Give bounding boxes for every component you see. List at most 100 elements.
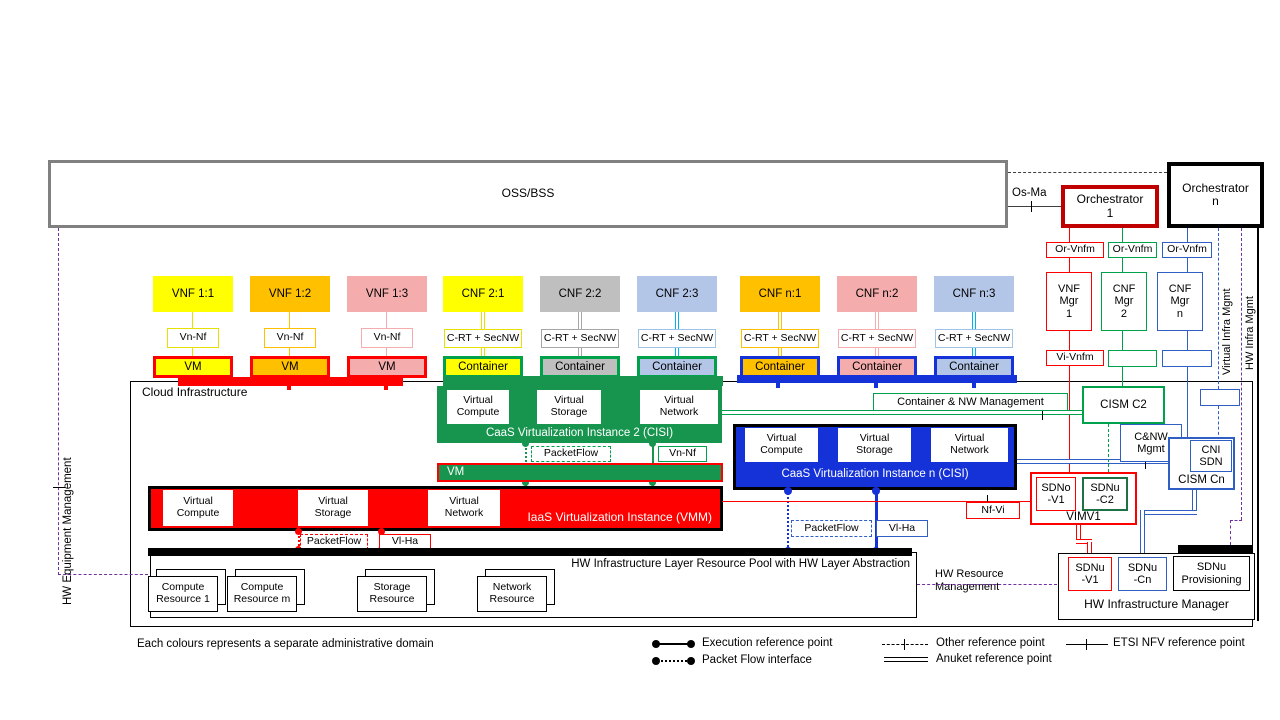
empty-ref-box-blue xyxy=(1162,350,1212,367)
cnf-box-n-3: CNF n:3 xyxy=(934,276,1014,312)
hw-equipment-line-horizontal xyxy=(58,574,148,575)
hw-equipment-tick xyxy=(53,487,65,488)
nf-vi-box: Nf-Vi xyxy=(966,502,1020,519)
anuket-tick-green xyxy=(1042,406,1043,420)
cnf-box-2-3: CNF 2:3 xyxy=(637,276,717,312)
cisi2-packetflow-label: PacketFlow xyxy=(531,446,611,462)
storage-resource: Storage Resource xyxy=(357,576,427,612)
cisin-virtual-network: Virtual Network xyxy=(931,428,1008,462)
cism-cn-label: CISM Cn xyxy=(1178,474,1225,486)
packetflow-legend-label: Packet Flow interface xyxy=(702,654,812,666)
cisin-packetflow-label: PacketFlow xyxy=(791,520,872,537)
etsi-legend-label: ETSI NFV reference point xyxy=(1113,637,1245,649)
cisin-label: CaaS Virtualization Instance n (CISI) xyxy=(781,468,969,480)
vi-vnfm-box: Vi-Vnfm xyxy=(1046,350,1104,366)
anuket-tick-blue xyxy=(1145,455,1146,469)
container-box: Container xyxy=(443,356,523,378)
packetflow-line-red xyxy=(298,531,300,550)
sdnu-provisioning-box: SDNu Provisioning xyxy=(1173,556,1250,591)
cnf-box-n-1: CNF n:1 xyxy=(740,276,820,312)
orchestrator-1-box: Orchestrator 1 xyxy=(1061,185,1159,228)
vim-to-sdnu-v1-line2 xyxy=(1087,542,1092,555)
sdnu-provisioning-bar xyxy=(1178,545,1252,554)
iaas-domain-bar xyxy=(178,377,403,386)
anuket-line-blue xyxy=(1017,459,1168,464)
cisi2-virtual-network: Virtual Network xyxy=(640,390,718,424)
cisi2-vn-nf-label: Vn-Nf xyxy=(658,446,707,462)
virtual-infra-dashed-line xyxy=(1218,228,1219,389)
oss-bss-box: OSS/BSS xyxy=(48,160,1008,228)
hw-resource-dashed-line xyxy=(917,584,1057,585)
cisin-vl-ha-label: Vl-Ha xyxy=(876,520,928,537)
cism-to-sdnu-cn-jog xyxy=(1140,510,1197,515)
orchestrator-n-box: Orchestrator n xyxy=(1167,162,1264,228)
cisin-virtual-compute: Virtual Compute xyxy=(745,428,818,462)
bar-nub xyxy=(874,383,878,388)
nf-vi-tick xyxy=(987,495,988,507)
cnf-box-2-1: CNF 2:1 xyxy=(443,276,523,312)
cnf-box-2-2: CNF 2:2 xyxy=(540,276,620,312)
empty-blue-box-small xyxy=(1200,389,1240,406)
virtual-infra-dashed-line2 xyxy=(1218,406,1219,440)
c-rt-secnw-ref-box: C-RT + SecNW xyxy=(541,329,619,348)
vn-nf-ref-box: Vn-Nf xyxy=(361,328,413,348)
vm-bar-label: VM xyxy=(447,466,465,479)
vm-bar: VM xyxy=(437,463,723,482)
packetflow-legend-symbol xyxy=(657,660,691,662)
etsi-legend-symbol xyxy=(1066,644,1108,645)
vnf-box-1-1: VNF 1:1 xyxy=(153,276,233,312)
or-vnfm-box-red: Or-Vnfm xyxy=(1046,242,1104,258)
other-legend-label: Other reference point xyxy=(936,637,1045,649)
bar-nub xyxy=(972,383,976,388)
os-ma-line xyxy=(1008,206,1061,207)
c-rt-secnw-ref-box: C-RT + SecNW xyxy=(935,329,1013,348)
green-endpoint xyxy=(649,479,656,486)
iaas-label: IaaS Virtualization Instance (VMM) xyxy=(527,510,712,524)
container-nw-management-label: Container & NW Management xyxy=(873,393,1068,411)
cisi2-label: CaaS Virtualization Instance 2 (CISI) xyxy=(485,427,674,439)
blue-endpoint xyxy=(872,487,880,495)
compute-resource-m: Compute Resource m xyxy=(227,576,297,612)
virtual-infra-mgmt-label: Virtual Infra Mgmt xyxy=(1221,288,1233,375)
vn-nf-ref-box: Vn-Nf xyxy=(167,328,219,348)
hw-infra-dashed-jog xyxy=(1230,520,1242,521)
packetflow-legend-endpoint xyxy=(652,657,660,665)
other-ref-line-oss-orchn xyxy=(1008,172,1167,173)
c-rt-secnw-ref-box: C-RT + SecNW xyxy=(638,329,716,348)
vim-label: VIMV1 xyxy=(1066,511,1101,523)
anuket-legend-label: Anuket reference point xyxy=(936,653,1052,665)
execution-legend-symbol xyxy=(657,643,691,645)
vnf-box-1-3: VNF 1:3 xyxy=(347,276,427,312)
vnf-box-1-2: VNF 1:2 xyxy=(250,276,330,312)
sdno-v1-box: SDNo -V1 xyxy=(1036,477,1076,511)
container-box: Container xyxy=(740,356,820,378)
bar-nub xyxy=(776,383,780,388)
packetflow-legend-endpoint xyxy=(687,657,695,665)
cisin-virtual-storage: Virtual Storage xyxy=(838,428,911,462)
execution-legend-endpoint xyxy=(687,640,695,648)
container-box: Container xyxy=(540,356,620,378)
os-ma-label: Os-Ma xyxy=(1012,187,1047,199)
execution-legend-endpoint xyxy=(652,640,660,648)
orchestrator-n-line xyxy=(1257,228,1259,621)
cni-sdn-box: CNI SDN xyxy=(1190,440,1232,472)
other-legend-symbol xyxy=(882,644,928,645)
caasn-domain-bar xyxy=(737,375,1017,383)
c-rt-secnw-ref-box: C-RT + SecNW xyxy=(838,329,916,348)
c-rt-secnw-ref-box: C-RT + SecNW xyxy=(741,329,819,348)
hw-infra-dashed-line2 xyxy=(1230,520,1231,545)
hw-infra-dashed-line xyxy=(1241,228,1242,520)
admin-domain-note: Each colours represents a separate admin… xyxy=(137,638,434,650)
container-box: Container xyxy=(637,356,717,378)
vm-box: VM xyxy=(153,356,233,378)
anuket-legend-symbol xyxy=(884,657,928,662)
cism-to-sdnu-cn-line2 xyxy=(1140,510,1145,555)
hw-resource-management-label: HW Resource Management xyxy=(935,568,1004,594)
resource-pool-label: HW Infrastructure Layer Resource Pool wi… xyxy=(571,558,910,570)
cism-c2-dashed-drop xyxy=(1108,424,1109,477)
sdnu-cn-box: SDNu -Cn xyxy=(1118,557,1167,591)
nf-vi-line xyxy=(722,501,1030,502)
vim-to-sdnu-v1-line xyxy=(1076,525,1081,542)
or-vnfm-box-blue: Or-Vnfm xyxy=(1162,242,1212,258)
hw-equipment-management-label: HW Equipment Management xyxy=(62,457,74,605)
